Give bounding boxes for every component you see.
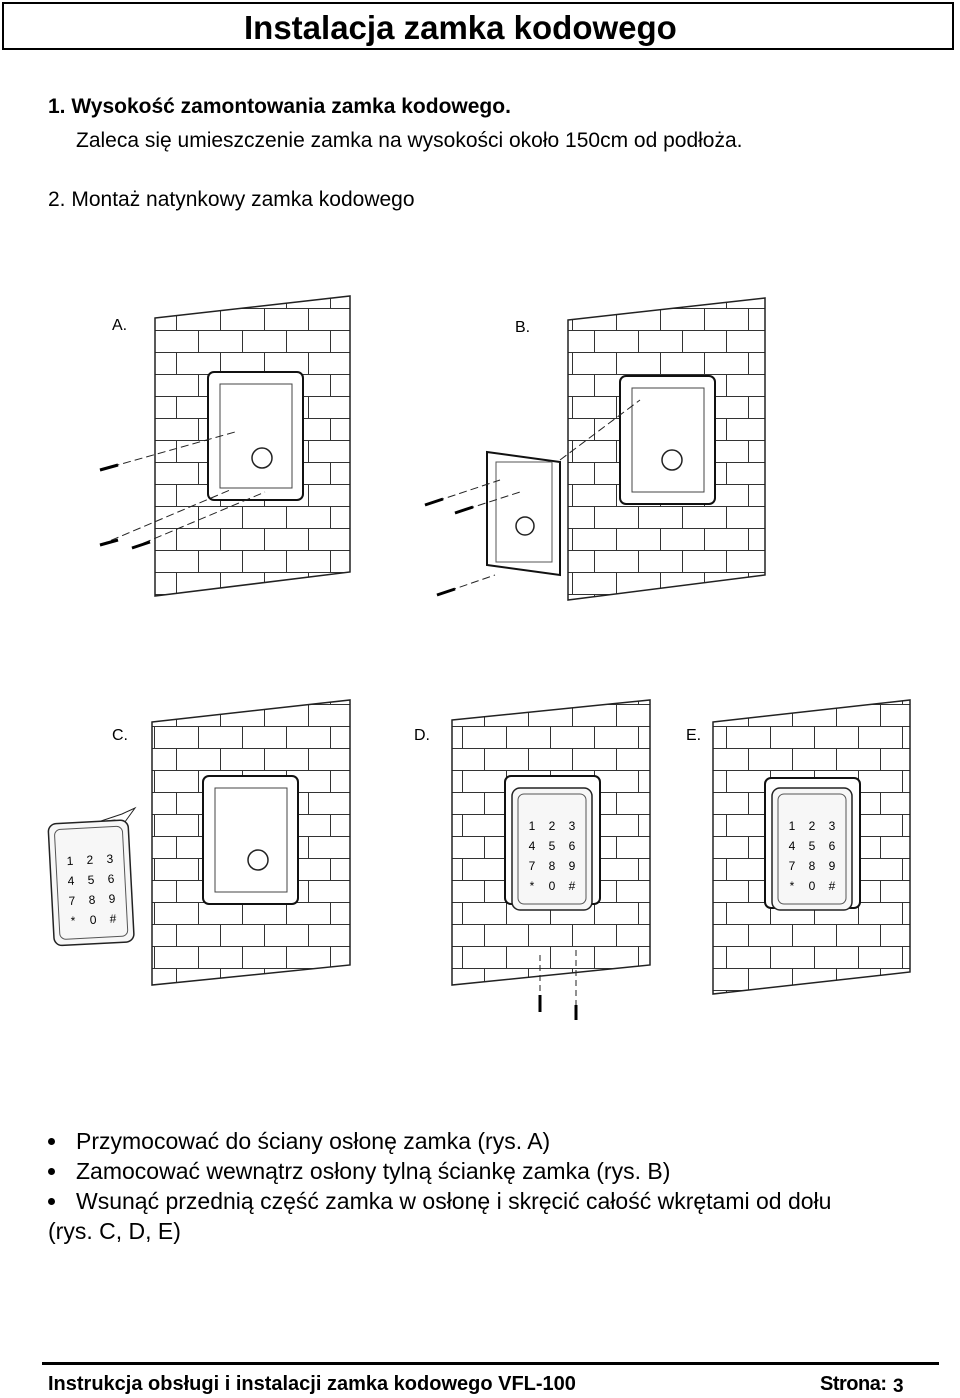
instruction-list: Przymocować do ściany osłonę zamka (rys.… <box>48 1126 831 1246</box>
bullet-icon <box>48 1168 55 1175</box>
svg-text:8: 8 <box>88 893 96 907</box>
svg-text:8: 8 <box>549 859 556 873</box>
svg-text:2: 2 <box>549 819 556 833</box>
svg-text:0: 0 <box>89 913 97 927</box>
keypad-d-keys: 1 2 3 4 5 6 7 8 9 * 0 # <box>529 819 576 893</box>
keypad-c-keys: 1 2 3 4 5 6 7 8 9 * 0 # <box>66 852 117 928</box>
svg-text:4: 4 <box>789 839 796 853</box>
svg-text:3: 3 <box>569 819 576 833</box>
svg-text:*: * <box>530 879 535 893</box>
section-mounting-height: 1. Wysokość zamontowania zamka kodowego.… <box>48 90 743 158</box>
svg-text:1: 1 <box>66 854 74 868</box>
list-item-continuation: (rys. C, D, E) <box>48 1218 181 1244</box>
section1-heading: 1. Wysokość zamontowania zamka kodowego. <box>48 95 511 118</box>
list-item: Wsunąć przednią część zamka w osłonę i s… <box>48 1186 831 1216</box>
figure-a: A. <box>99 295 351 597</box>
svg-text:9: 9 <box>829 859 836 873</box>
figure-label-c: C. <box>112 727 128 744</box>
svg-text:5: 5 <box>549 839 556 853</box>
figure-label-e: E. <box>686 727 701 744</box>
bullet-icon <box>48 1198 55 1205</box>
figure-e: 1 2 3 4 5 6 7 8 9 * 0 # E. <box>686 699 911 995</box>
footer-page-label: Strona: <box>820 1373 887 1395</box>
section2-heading: 2. Montaż natynkowy zamka kodowego <box>48 188 415 211</box>
svg-text:5: 5 <box>87 873 95 887</box>
title-box: Instalacja zamka kodowego <box>2 2 954 50</box>
figure-c: 1 2 3 4 5 6 7 8 9 * 0 # C. <box>47 699 351 986</box>
svg-text:0: 0 <box>549 879 556 893</box>
svg-text:6: 6 <box>569 839 576 853</box>
svg-text:6: 6 <box>829 839 836 853</box>
svg-text:2: 2 <box>809 819 816 833</box>
figure-label-d: D. <box>414 727 430 744</box>
svg-text:6: 6 <box>107 872 115 886</box>
svg-text:7: 7 <box>68 894 76 908</box>
svg-text:9: 9 <box>108 892 116 906</box>
svg-text:3: 3 <box>829 819 836 833</box>
svg-text:*: * <box>70 914 76 928</box>
section1-text: Zaleca się umieszczenie zamka na wysokoś… <box>76 129 743 152</box>
svg-text:3: 3 <box>106 852 114 866</box>
list-item: Zamocować wewnątrz osłony tylną ściankę … <box>48 1156 831 1186</box>
svg-text:*: * <box>790 879 795 893</box>
bullet-icon <box>48 1138 55 1145</box>
footer-divider <box>42 1362 939 1365</box>
svg-text:5: 5 <box>809 839 816 853</box>
footer-document-title: Instrukcja obsługi i instalacji zamka ko… <box>48 1373 576 1395</box>
footer-page-number: 3 <box>893 1376 904 1397</box>
svg-text:#: # <box>109 912 117 926</box>
svg-text:4: 4 <box>67 874 75 888</box>
page-title: Instalacja zamka kodowego <box>244 9 677 46</box>
svg-text:0: 0 <box>809 879 816 893</box>
figure-label-a: A. <box>112 317 127 334</box>
figure-d: 1 2 3 4 5 6 7 8 9 * 0 # D. <box>414 699 651 1020</box>
svg-text:4: 4 <box>529 839 536 853</box>
svg-text:#: # <box>569 879 576 893</box>
keypad-e-keys: 1 2 3 4 5 6 7 8 9 * 0 # <box>789 819 836 893</box>
svg-text:2: 2 <box>86 853 94 867</box>
svg-text:1: 1 <box>529 819 536 833</box>
svg-text:7: 7 <box>529 859 536 873</box>
svg-text:8: 8 <box>809 859 816 873</box>
figure-label-b: B. <box>515 319 530 336</box>
svg-text:1: 1 <box>789 819 796 833</box>
list-item: Przymocować do ściany osłonę zamka (rys.… <box>48 1126 831 1156</box>
svg-text:#: # <box>829 879 836 893</box>
installation-figures: A. B. 1 2 3 4 5 <box>47 295 911 1020</box>
svg-text:9: 9 <box>569 859 576 873</box>
svg-text:7: 7 <box>789 859 796 873</box>
figure-b: B. <box>424 297 766 601</box>
